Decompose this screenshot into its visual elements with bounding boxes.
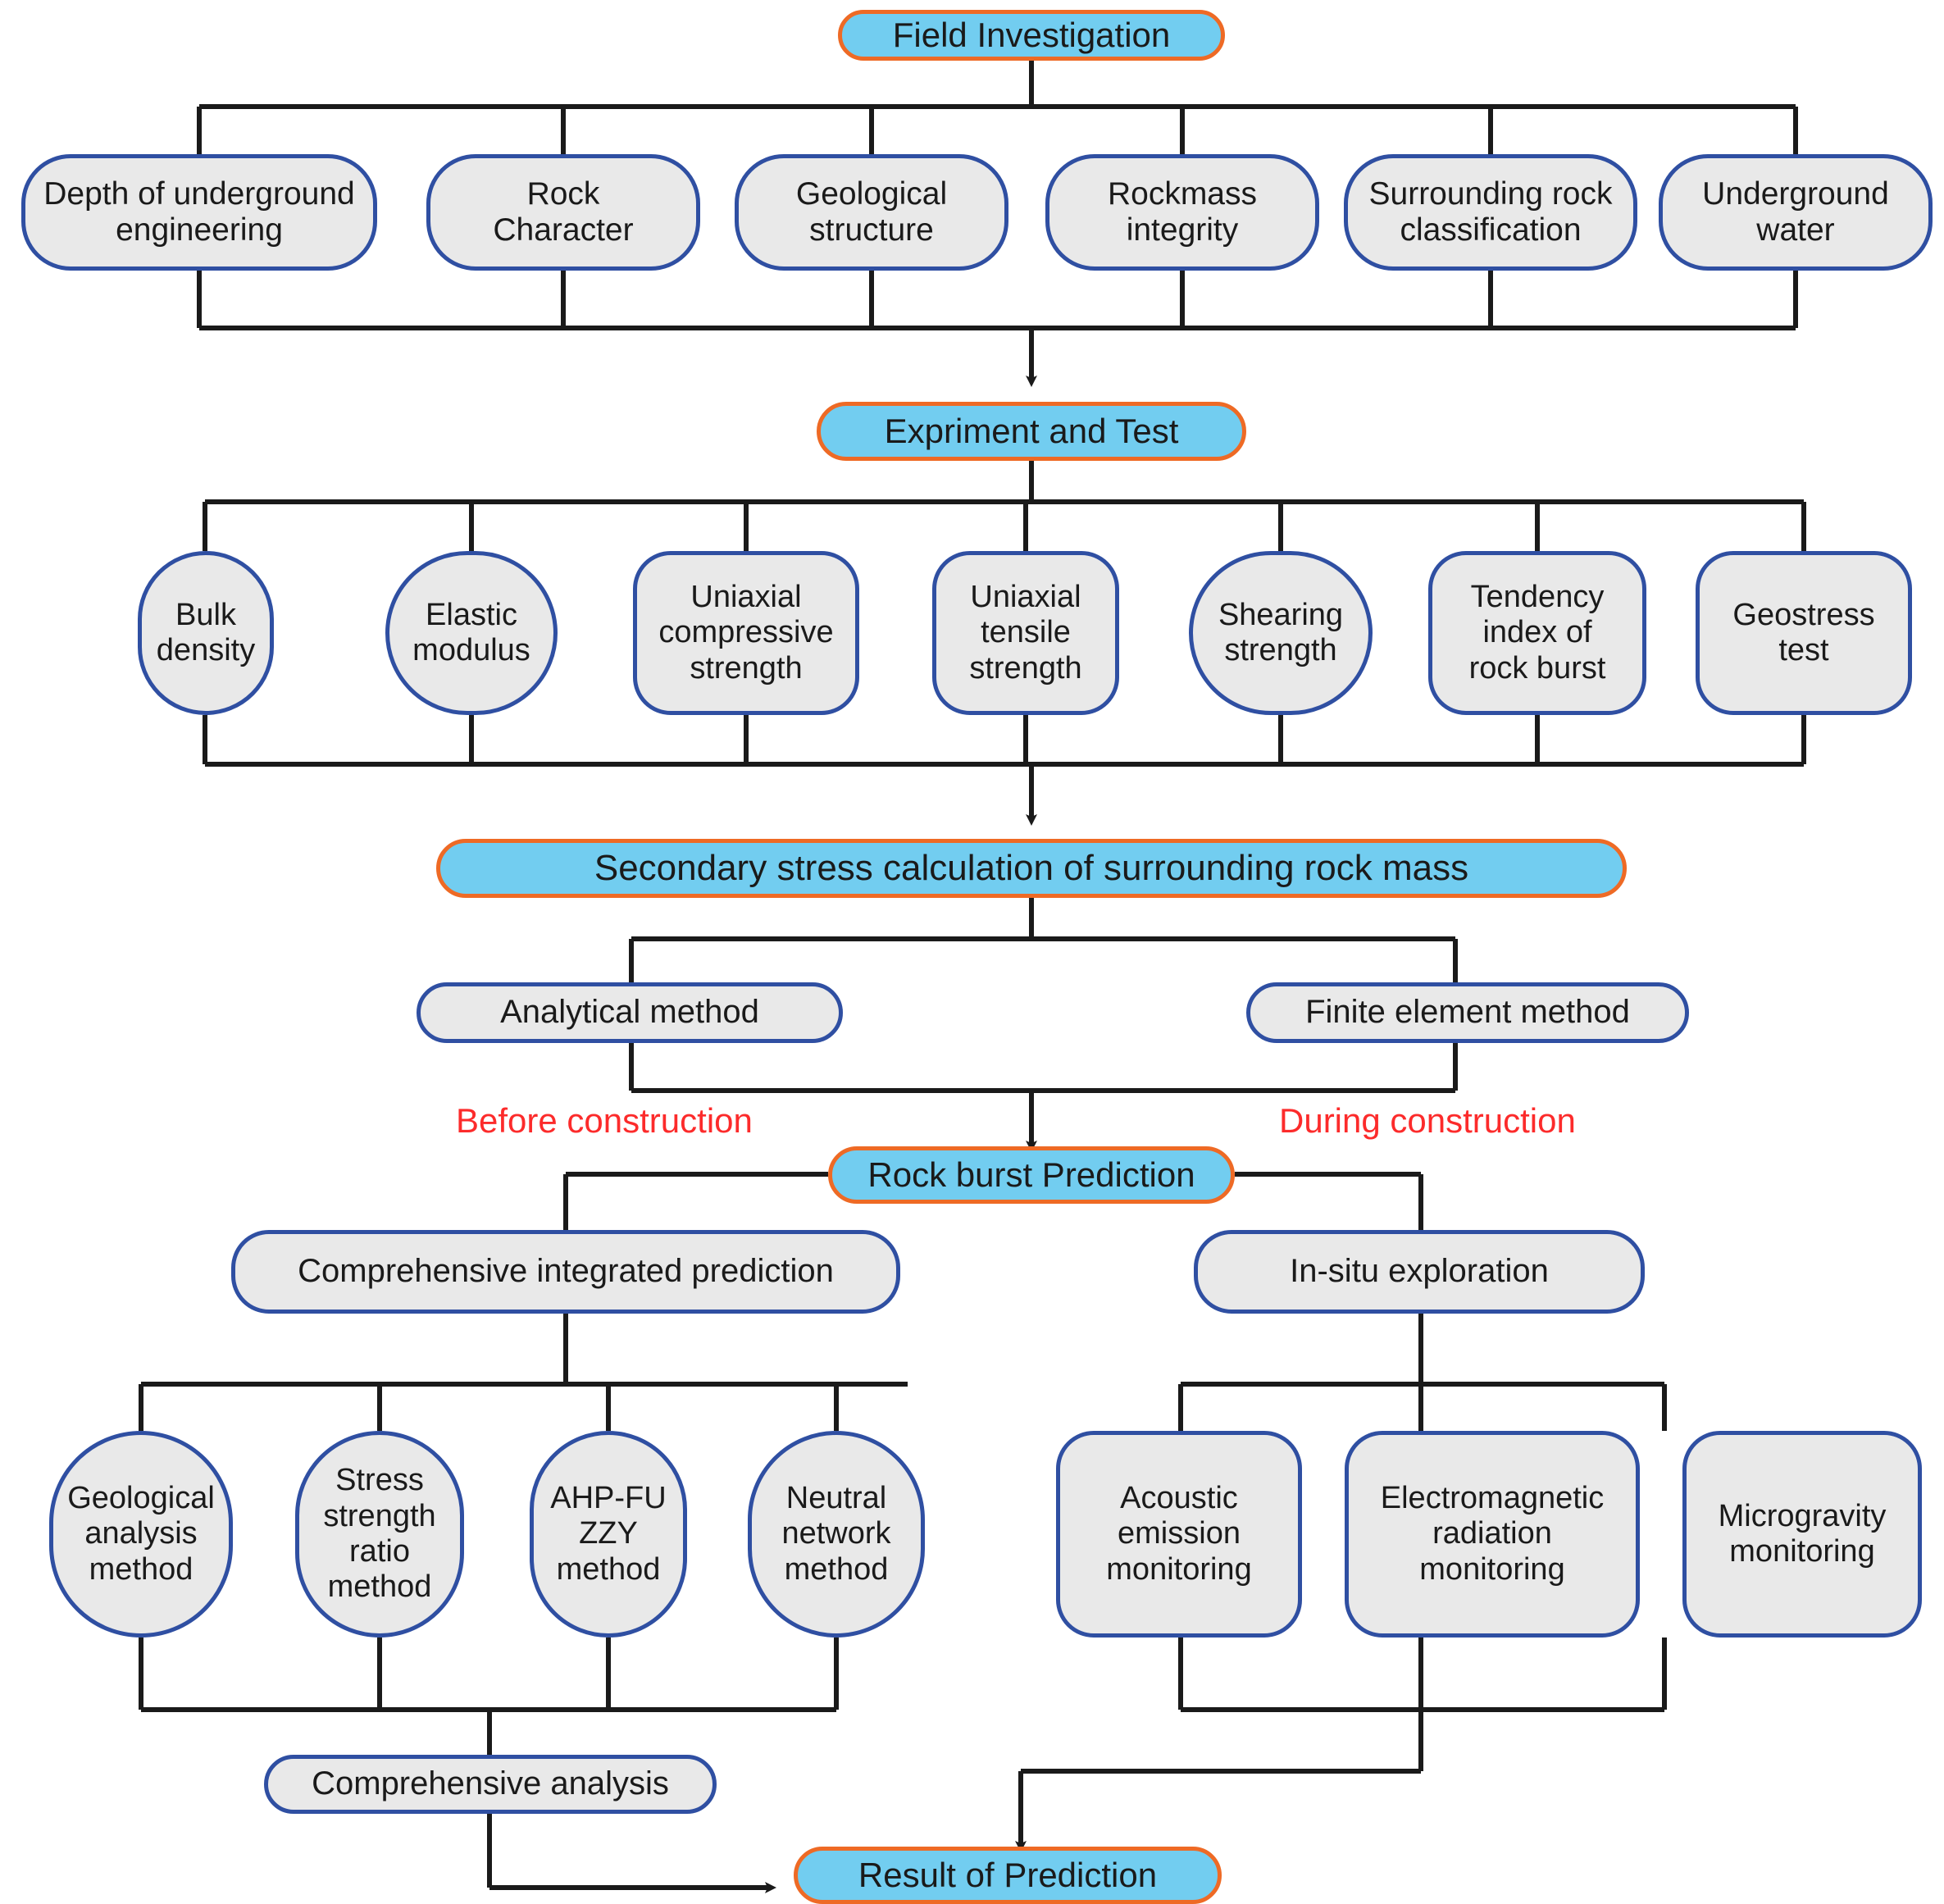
node-expriment-and-test[interactable]: Expriment and Test (817, 402, 1246, 461)
node-microgravity-monitoring[interactable]: Microgravity monitoring (1682, 1431, 1922, 1638)
node-comprehensive-integrated-prediction[interactable]: Comprehensive integrated prediction (231, 1230, 900, 1314)
node-surrounding-rock-classification[interactable]: Surrounding rock classification (1344, 154, 1637, 271)
node-result-of-prediction[interactable]: Result of Prediction (794, 1847, 1222, 1904)
node-depth-of-underground-engineering[interactable]: Depth of underground engineering (21, 154, 377, 271)
node-finite-element-method[interactable]: Finite element method (1246, 982, 1689, 1043)
node-comprehensive-analysis[interactable]: Comprehensive analysis (264, 1755, 717, 1814)
node-analytical-method[interactable]: Analytical method (417, 982, 843, 1043)
node-field-investigation[interactable]: Field Investigation (838, 10, 1225, 61)
node-rockmass-integrity[interactable]: Rockmass integrity (1045, 154, 1319, 271)
node-elastic-modulus[interactable]: Elastic modulus (385, 551, 558, 715)
node-bulk-density[interactable]: Bulk density (138, 551, 274, 715)
node-rock-burst-prediction[interactable]: Rock burst Prediction (828, 1146, 1235, 1204)
node-tendency-index-of-rock-burst[interactable]: Tendency index of rock burst (1428, 551, 1646, 715)
node-acoustic-emission-monitoring[interactable]: Acoustic emission monitoring (1056, 1431, 1302, 1638)
node-neutral-network-method[interactable]: Neutral network method (748, 1431, 925, 1638)
node-secondary-stress-calculation[interactable]: Secondary stress calculation of surround… (436, 839, 1627, 898)
node-geological-structure[interactable]: Geological structure (735, 154, 1008, 271)
node-electromagnetic-radiation-monitoring[interactable]: Electromagnetic radiation monitoring (1345, 1431, 1640, 1638)
node-ahp-fuzzy-method[interactable]: AHP-FU ZZY method (530, 1431, 687, 1638)
node-stress-strength-ratio-method[interactable]: Stress strength ratio method (295, 1431, 464, 1638)
node-geostress-test[interactable]: Geostress test (1696, 551, 1912, 715)
node-underground-water[interactable]: Underground water (1659, 154, 1933, 271)
node-in-situ-exploration[interactable]: In-situ exploration (1194, 1230, 1645, 1314)
node-shearing-strength[interactable]: Shearing strength (1189, 551, 1373, 715)
node-geological-analysis-method[interactable]: Geological analysis method (49, 1431, 233, 1638)
node-rock-character[interactable]: Rock Character (426, 154, 700, 271)
annotation-before-construction: Before construction (456, 1101, 753, 1140)
annotation-during-construction: During construction (1279, 1101, 1576, 1140)
node-uniaxial-tensile-strength[interactable]: Uniaxial tensile strength (932, 551, 1119, 715)
node-uniaxial-compressive-strength[interactable]: Uniaxial compressive strength (633, 551, 859, 715)
